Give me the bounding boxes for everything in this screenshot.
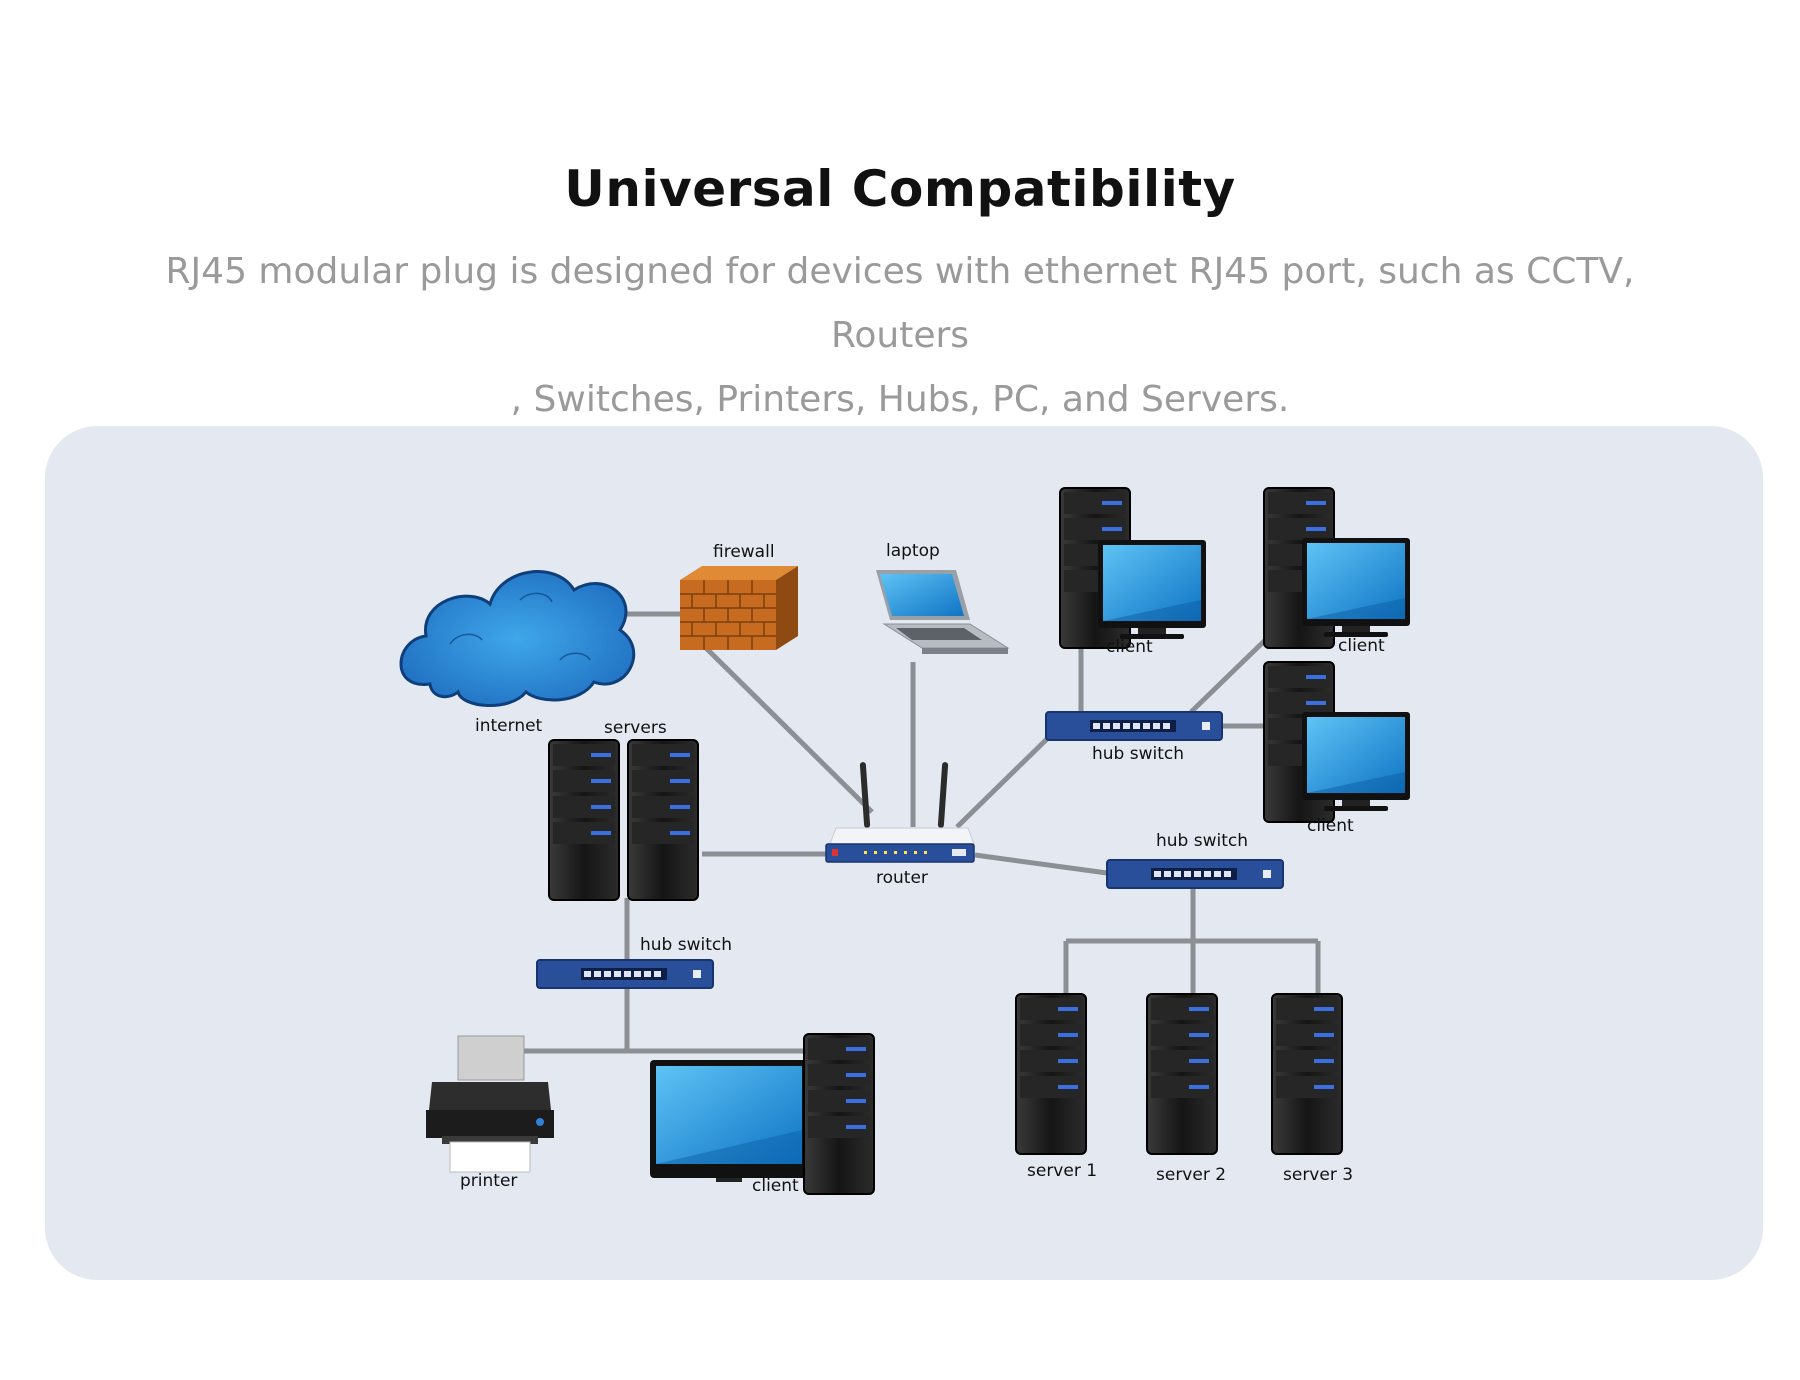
laptop-icon (876, 570, 1010, 654)
page-description: RJ45 modular plug is designed for device… (140, 240, 1660, 432)
client-top-left-icon (1059, 487, 1206, 649)
label-client-mid-right: client (1307, 816, 1354, 836)
printer-icon (426, 1035, 554, 1173)
label-client-bottom: client (752, 1176, 799, 1196)
server-2-icon (1146, 993, 1218, 1155)
client-top-right-icon (1263, 487, 1410, 649)
label-client-top-left: client (1106, 637, 1153, 657)
label-laptop: laptop (886, 541, 940, 561)
hub-switch-right-icon (1106, 859, 1284, 889)
description-line-2: , Switches, Printers, Hubs, PC, and Serv… (510, 379, 1290, 420)
hub-switch-left-icon (536, 959, 714, 989)
server-3-icon (1271, 993, 1343, 1155)
label-printer: printer (460, 1171, 518, 1191)
label-servers: servers (604, 718, 667, 738)
description-line-1: RJ45 modular plug is designed for device… (165, 251, 1635, 356)
page-title: Universal Compatibility (564, 160, 1236, 218)
firewall-icon (680, 566, 798, 650)
label-hub-switch-left: hub switch (640, 935, 733, 955)
server-1-icon (1015, 993, 1087, 1155)
label-client-top-right: client (1338, 636, 1385, 656)
label-server-3: server 3 (1283, 1165, 1354, 1185)
label-firewall: firewall (713, 542, 775, 562)
client-mid-right-icon (1263, 661, 1410, 823)
label-internet: internet (475, 716, 543, 736)
label-hub-switch-right: hub switch (1156, 831, 1249, 851)
hub-switch-top-icon (1045, 711, 1223, 741)
label-server-1: server 1 (1027, 1161, 1098, 1181)
label-hub-switch-top: hub switch (1092, 744, 1185, 764)
servers-icon (548, 739, 699, 901)
label-router: router (876, 868, 928, 888)
router-icon (825, 762, 975, 863)
label-server-2: server 2 (1156, 1165, 1227, 1185)
client-bottom-icon (650, 1033, 875, 1195)
cloud-icon (399, 570, 636, 707)
